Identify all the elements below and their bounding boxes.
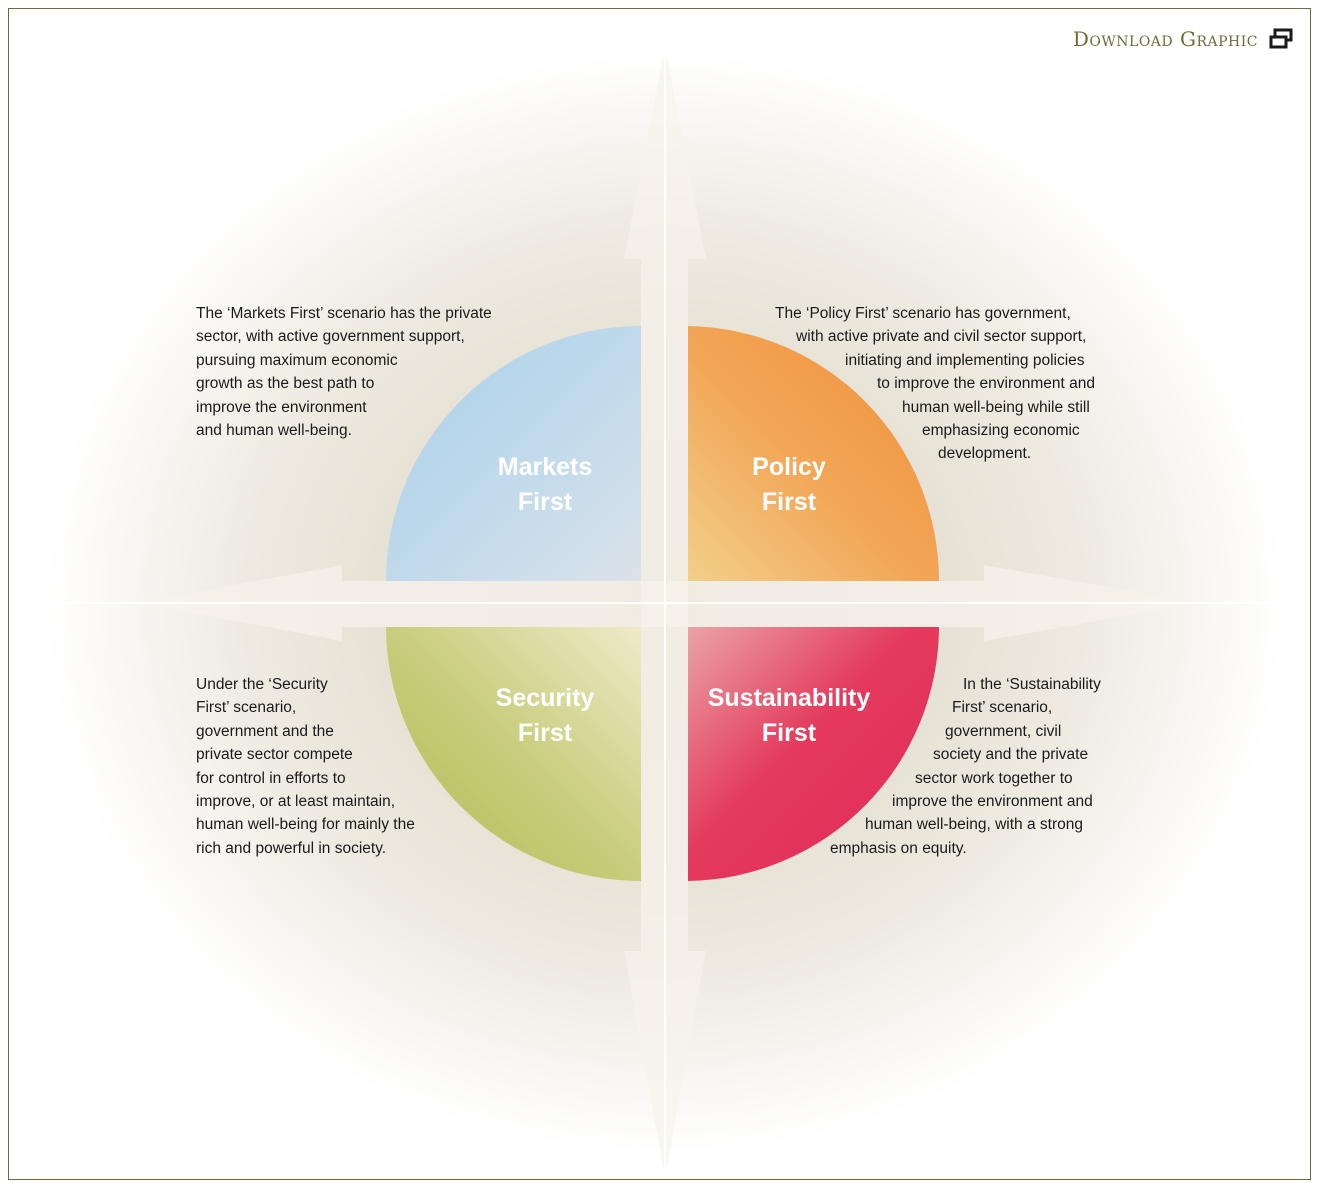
download-graphic-button[interactable]: Download Graphic — [1073, 27, 1294, 51]
download-graphic-label: Download Graphic — [1072, 27, 1258, 51]
window-restore-icon — [1269, 28, 1293, 49]
policy-first-description: The ‘Policy First’ scenario has governme… — [775, 305, 1095, 463]
security-first-quadrant — [386, 627, 641, 881]
markets-first-label: Markets First — [497, 453, 593, 516]
policy-first-quadrant — [688, 326, 939, 581]
diagram-frame: Download Graphic Markets First Policy Fi… — [8, 8, 1311, 1180]
scenario-diagram — [9, 47, 1310, 1179]
sustainability-first-quadrant — [688, 627, 939, 881]
security-first-description: Under the ‘Security First’ scenario, gov… — [196, 676, 415, 857]
sustainability-first-description: In the ‘Sustainability First’ scenario, … — [830, 676, 1101, 857]
markets-first-quadrant — [386, 326, 641, 581]
policy-first-label: Policy First — [752, 453, 826, 516]
security-first-label: Security First — [495, 684, 595, 747]
sustainability-first-label: Sustainability First — [707, 684, 871, 747]
markets-first-description: The ‘Markets First’ scenario has the pri… — [196, 305, 492, 440]
